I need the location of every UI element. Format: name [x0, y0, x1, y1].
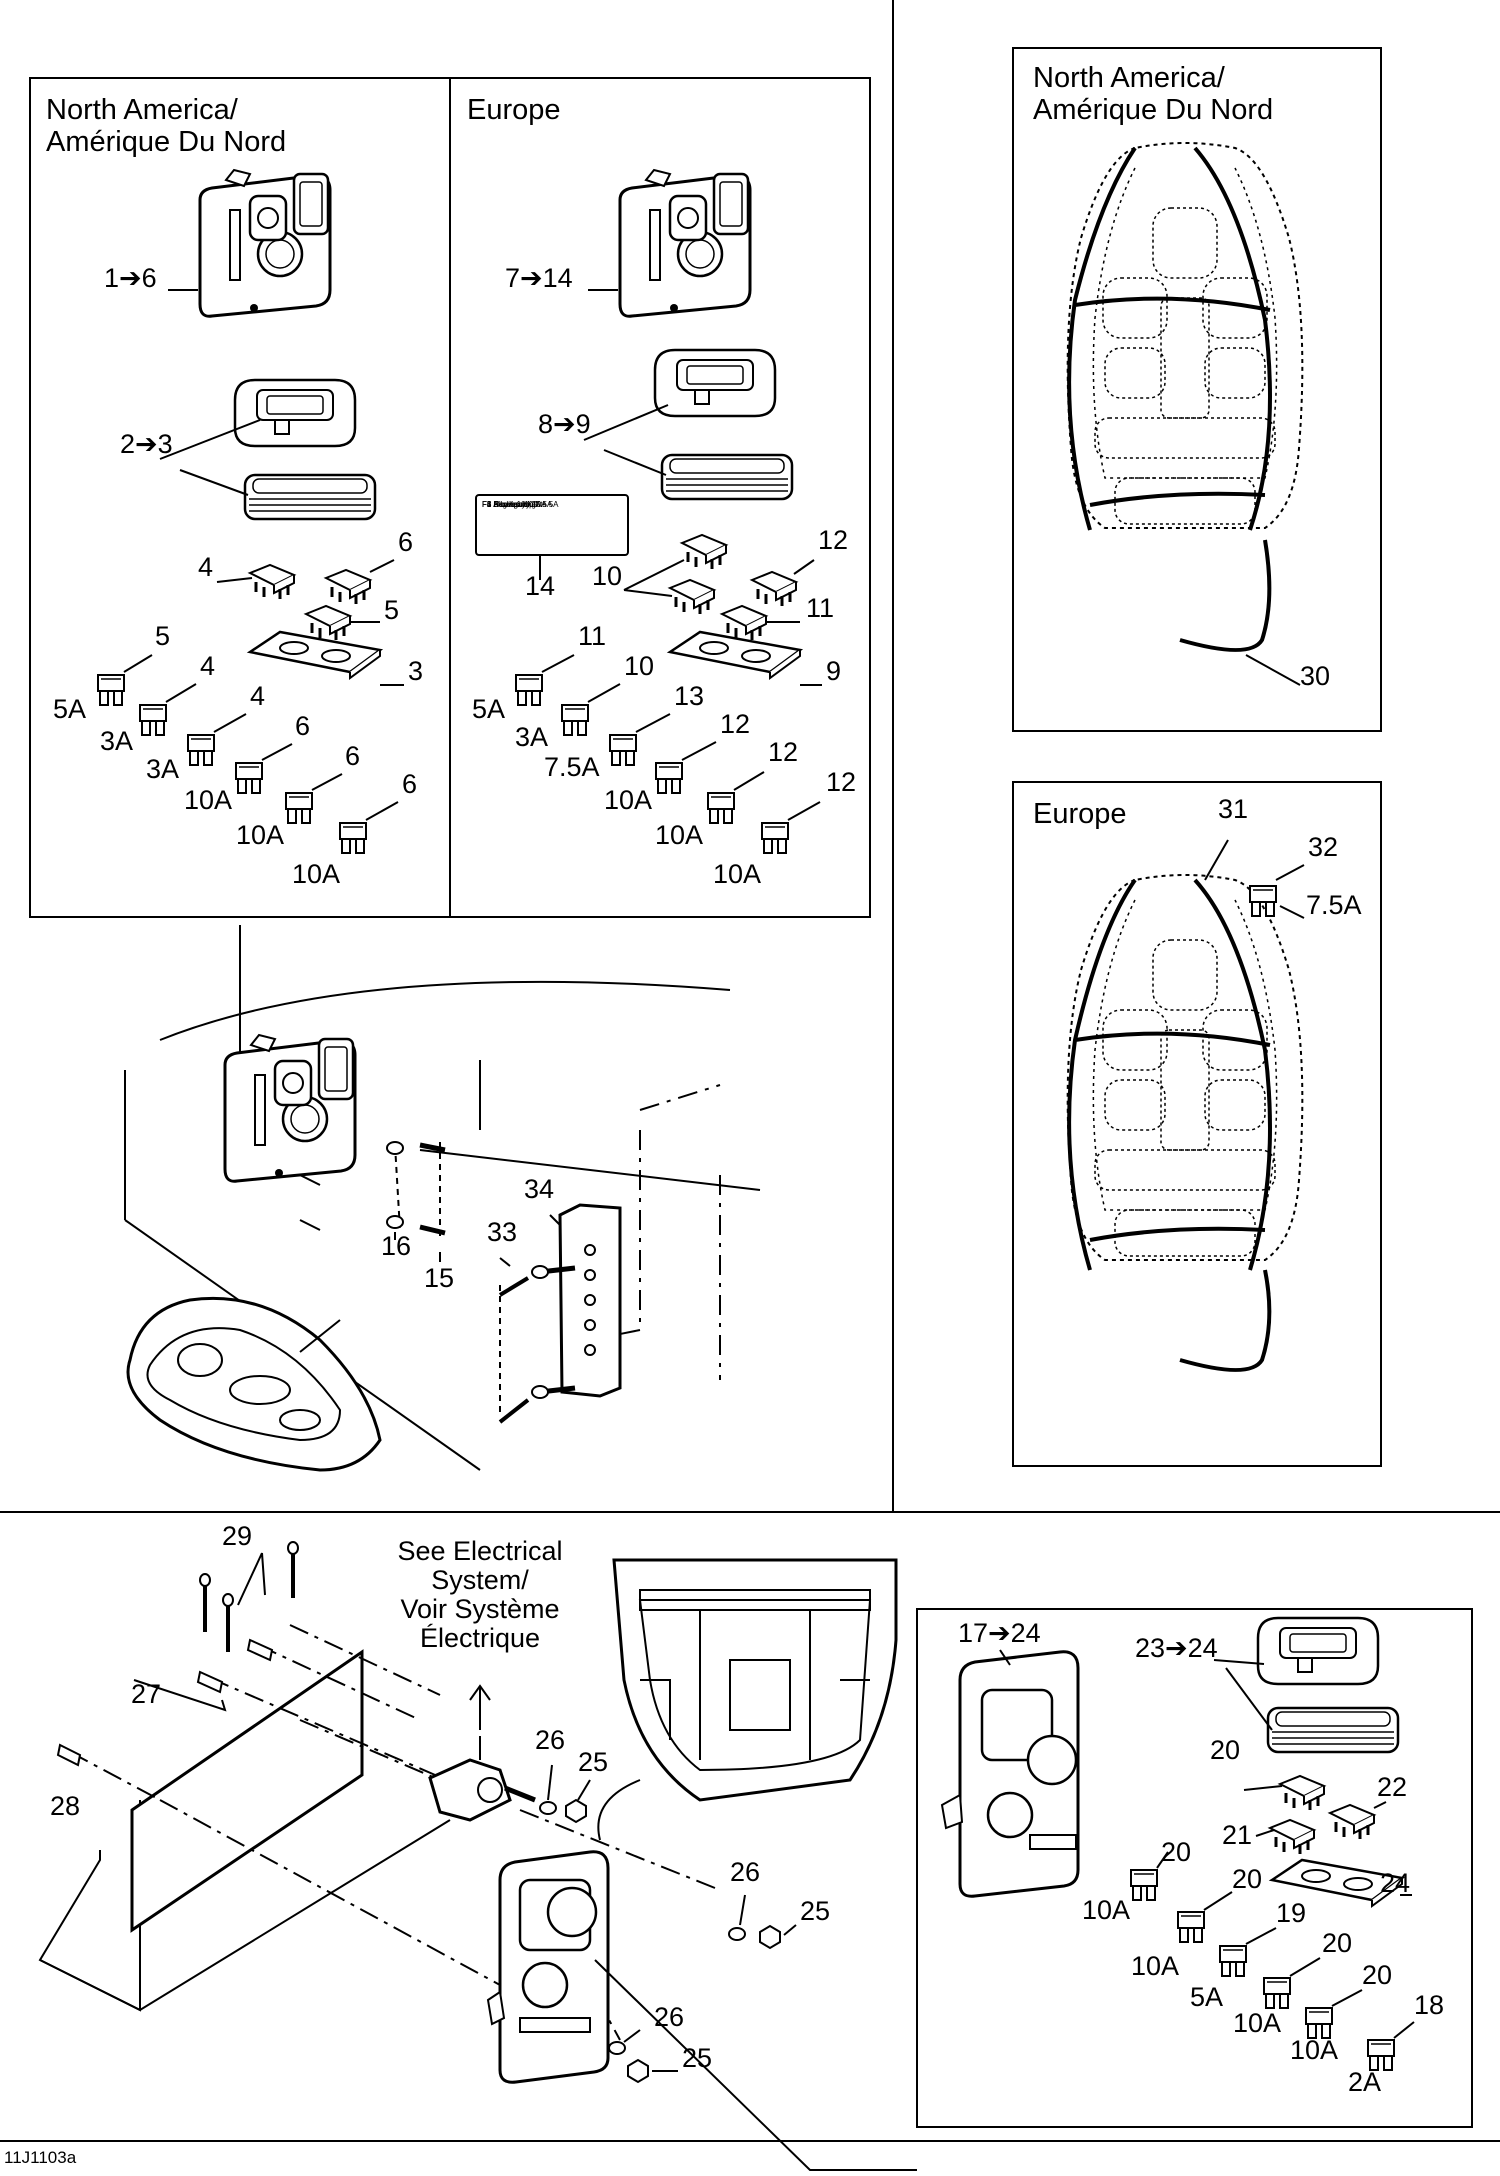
callout-label: 10A [713, 859, 762, 889]
callout-label: 7➔14 [505, 263, 573, 293]
callout-label: 13 [674, 681, 705, 711]
callout-label: 6 [398, 527, 414, 557]
callout-label: 7.5A [1306, 890, 1362, 920]
callout-label: 6 [295, 711, 311, 741]
callout-label: 12 [818, 525, 849, 555]
callout-label: 31 [1218, 794, 1249, 824]
callout-label: 5A [472, 694, 506, 724]
callout-label: 27 [131, 1679, 162, 1709]
header-north-america-right: North America/ Amérique Du Nord [1033, 62, 1274, 127]
callout-label: 3A [146, 754, 180, 784]
callout-label: 5 [155, 621, 171, 651]
callout-label: 10A [292, 859, 341, 889]
callout-label: 9 [826, 656, 842, 686]
callout-label: 20 [1232, 1864, 1263, 1894]
callout-label: 2➔3 [120, 429, 173, 459]
header-europe-left: Europe [467, 94, 561, 126]
callout-label: 10A [1233, 2008, 1282, 2038]
fuse-label-line: F6 Courtesy lights 5A [482, 500, 559, 509]
callout-label: 6 [402, 769, 418, 799]
callout-label: 18 [1414, 1990, 1445, 2020]
callout-label: 3A [100, 726, 134, 756]
callout-label: 3A [515, 722, 549, 752]
callout-label: 4 [200, 651, 216, 681]
callout-label: 12 [826, 767, 857, 797]
callout-label: 23➔24 [1135, 1633, 1218, 1663]
callout-label: 29 [222, 1521, 253, 1551]
callout-label: 26 [535, 1725, 566, 1755]
callout-label: 24 [1380, 1868, 1411, 1898]
callout-label: 14 [525, 571, 556, 601]
callout-label: 10A [184, 785, 233, 815]
callout-label: 11 [578, 621, 607, 651]
callout-label: 10A [655, 820, 704, 850]
callout-label: 10A [236, 820, 285, 850]
see-electrical-system-note: See Electrical System/ Voir Système Élec… [397, 1536, 563, 1654]
callout-label: 33 [487, 1217, 518, 1247]
fuse-label-line: F2 Radio 10A [482, 500, 531, 509]
callout-label: 5A [53, 694, 87, 724]
callout-label: 26 [654, 2002, 685, 2032]
callout-label: 20 [1210, 1735, 1241, 1765]
callout-label: 20 [1362, 1960, 1393, 1990]
callout-label: 25 [800, 1896, 831, 1926]
header-europe-right: Europe [1033, 798, 1127, 830]
callout-label: 2A [1348, 2067, 1382, 2097]
callout-label: 25 [682, 2043, 713, 2073]
callout-label: 30 [1300, 661, 1331, 691]
callout-label: 19 [1276, 1898, 1307, 1928]
callout-label: 12 [720, 709, 751, 739]
callout-label: 16 [381, 1231, 412, 1261]
fuse-label-line: F3 Blowers 10A [482, 500, 539, 509]
callout-label: 32 [1308, 832, 1339, 862]
fuse-label-line: F4 Bilge pump 7.5A [482, 500, 553, 509]
callout-label: 15 [424, 1263, 455, 1293]
header-north-america-left: North America/ Amérique Du Nord [46, 94, 287, 159]
callout-label: 20 [1161, 1837, 1192, 1867]
callout-label: 10A [604, 785, 653, 815]
callout-label: 7.5A [544, 752, 600, 782]
callout-label: 10 [592, 561, 623, 591]
callout-label: 8➔9 [538, 409, 591, 439]
callout-label: 21 [1222, 1820, 1253, 1850]
callout-label: 3 [408, 656, 424, 686]
callout-label: 17➔24 [958, 1618, 1041, 1648]
callout-label: 20 [1322, 1928, 1353, 1958]
callout-label: 4 [250, 681, 266, 711]
callout-label: 10A [1290, 2035, 1339, 2065]
callout-label: 25 [578, 1747, 609, 1777]
figure-code: 11J1103a [4, 2148, 77, 2167]
fuse-label-line: F5 Nav lights 2A [482, 500, 541, 509]
callout-label: 10A [1131, 1951, 1180, 1981]
callout-label: 12 [768, 737, 799, 767]
callout-label: 22 [1377, 1772, 1408, 1802]
callout-label: 28 [50, 1791, 81, 1821]
callout-label: 26 [730, 1857, 761, 1887]
callout-label: 1➔6 [104, 263, 157, 293]
callout-label: 10A [1082, 1895, 1131, 1925]
fuse-label-line: F1 Accessory 10A [482, 500, 547, 509]
callout-label: 4 [198, 552, 214, 582]
callout-label: 6 [345, 741, 361, 771]
callout-label: 11 [806, 593, 835, 623]
callout-label: 10 [624, 651, 655, 681]
callout-label: 5A [1190, 1982, 1224, 2012]
callout-label: 34 [524, 1174, 555, 1204]
callout-label: 5 [384, 595, 400, 625]
